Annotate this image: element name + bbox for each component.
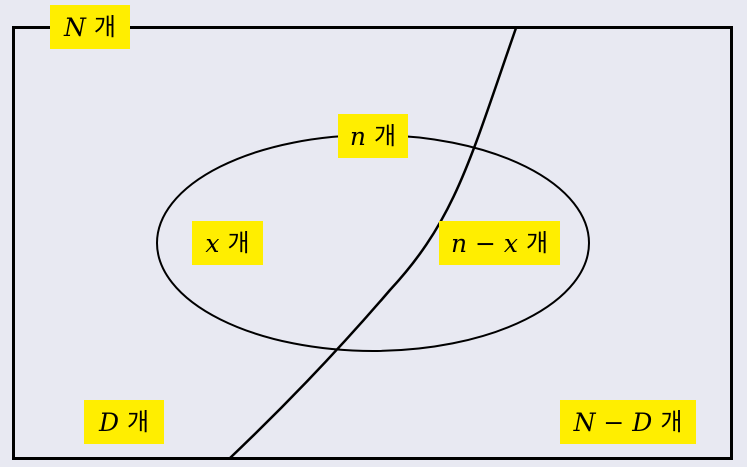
group-D-count-label: D 개 (84, 400, 164, 444)
sample-symbol: n (349, 121, 367, 151)
sample-not-in-D-unit: 개 (525, 229, 549, 257)
population-unit: 개 (93, 13, 116, 41)
sample-in-D-count-label: x 개 (192, 221, 263, 265)
group-not-D-unit: 개 (660, 408, 683, 436)
sample-in-D-unit: 개 (227, 229, 250, 257)
sample-unit: 개 (373, 122, 397, 150)
group-D-unit: 개 (126, 408, 150, 436)
population-count-label: N 개 (50, 5, 130, 49)
sample-not-in-D-count-label: n − x 개 (439, 221, 560, 265)
group-not-D-count-label: N − D 개 (560, 400, 696, 444)
group-not-D-symbol: N − D (573, 407, 653, 437)
population-box (12, 26, 733, 460)
group-D-symbol: D (98, 407, 119, 437)
partition-curve (228, 27, 518, 460)
sample-count-label: n 개 (338, 114, 408, 158)
population-symbol: N (64, 12, 86, 42)
sample-not-in-D-symbol: n − x (450, 228, 518, 258)
sample-in-D-symbol: x (205, 228, 220, 258)
